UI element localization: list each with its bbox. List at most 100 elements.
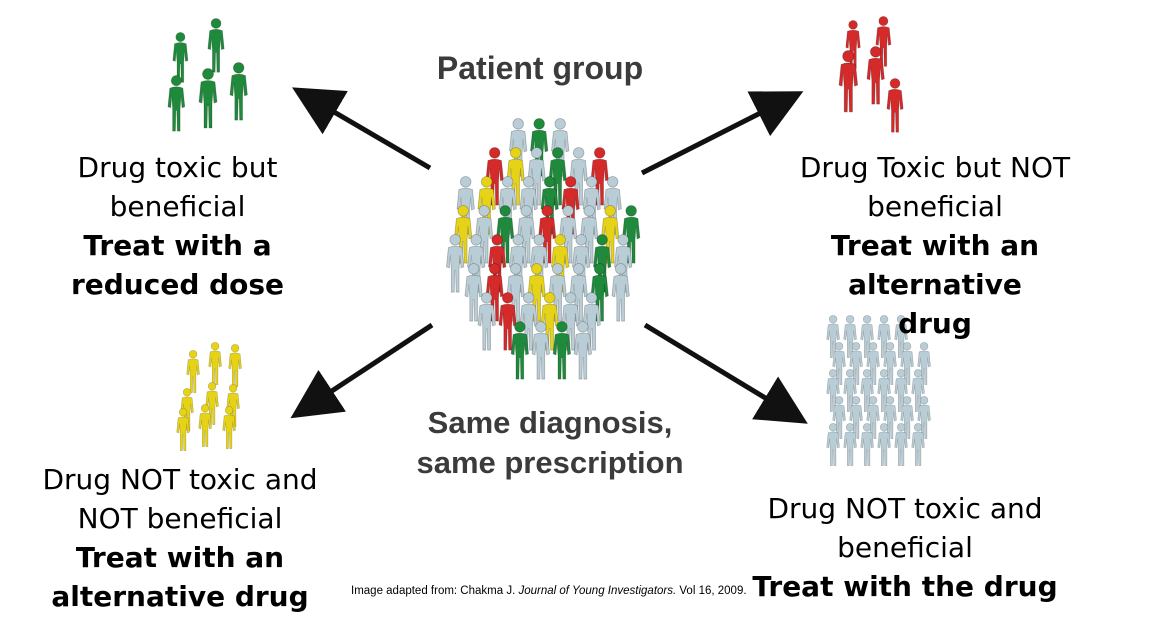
blue-person-figure [883, 396, 897, 439]
blue-person-figure [832, 342, 846, 385]
blue-person-figure [883, 342, 897, 385]
blue-person-figure [446, 234, 465, 293]
center-caption: Same diagnosis, same prescription [395, 403, 705, 483]
top-right-action2: drug [898, 307, 972, 340]
bottom-right-line1: Drug NOT toxic and [767, 492, 1043, 525]
yellow-person-figure [208, 342, 222, 385]
yellow-person-figure [205, 382, 219, 425]
red-person-figure [498, 292, 517, 351]
yellow-person-figure [601, 205, 620, 264]
top-left-line1: Drug toxic but [77, 151, 278, 184]
blue-person-figure [832, 396, 846, 439]
citation-suffix: Vol 16, 2009. [679, 585, 747, 597]
blue-person-figure [877, 315, 891, 358]
arrow-top-left [292, 87, 432, 171]
red-person-figure [838, 50, 859, 113]
blue-person-figure [860, 315, 874, 358]
bottom-right-line2: beneficial [837, 531, 973, 564]
blue-person-figure [519, 292, 538, 351]
red-person-figure [485, 147, 504, 206]
top-right-line2: beneficial [867, 190, 1003, 223]
blue-person-figure [611, 263, 630, 322]
blue-person-figure [559, 205, 578, 264]
yellow-person-figure [176, 408, 190, 451]
blue-person-figure [894, 315, 908, 358]
center-caption-line2: same prescription [416, 445, 684, 480]
blue-person-figure [517, 205, 536, 264]
citation-journal: Journal of Young Investigators. [518, 585, 677, 597]
top-right-line1: Drug Toxic but NOT [799, 151, 1071, 184]
yellow-person-figure [198, 404, 212, 447]
blue-person-figure [894, 369, 908, 412]
blue-person-figure [477, 292, 496, 351]
red-person-figure [590, 147, 609, 206]
green-person-figure [622, 205, 641, 264]
arrow-bottom-left [290, 322, 434, 419]
bottom-left-action1: Treat with an [75, 541, 285, 574]
bottom-left-action2: alternative drug [51, 580, 309, 613]
patient-group-title: Patient group [436, 50, 644, 86]
blue-person-figure [917, 342, 931, 385]
blue-person-figure [569, 147, 588, 206]
yellow-person-figure [506, 147, 525, 206]
image-citation: Image adapted from: Chakma J. Journal of… [351, 585, 747, 597]
blue-person-figure [843, 369, 857, 412]
green-person-figure [172, 32, 189, 83]
citation-prefix: Image adapted from: Chakma J. [351, 585, 516, 597]
top-right-text: Drug Toxic but NOT beneficial Treat with… [740, 148, 1130, 343]
blue-person-figure [582, 292, 601, 351]
blue-person-figure [548, 263, 567, 322]
person-figures [167, 16, 931, 466]
blue-person-figure [877, 369, 891, 412]
blue-person-figure [849, 342, 863, 385]
red-person-figure [845, 20, 861, 69]
yellow-person-figure [454, 205, 473, 264]
bottom-left-line2: NOT beneficial [77, 502, 283, 535]
arrow-bottom-right [643, 322, 808, 424]
yellow-person-figure [186, 350, 200, 393]
bottom-right-action1: Treat with the drug [752, 570, 1058, 603]
blue-person-figure [826, 423, 840, 466]
top-left-action1: Treat with a [83, 229, 272, 262]
center-caption-line1: Same diagnosis, [427, 405, 673, 440]
blue-person-figure [860, 423, 874, 466]
green-person-figure [198, 68, 218, 129]
green-person-figure [167, 75, 186, 132]
blue-person-figure [849, 396, 863, 439]
green-person-figure [510, 321, 530, 380]
green-person-figure [229, 62, 248, 121]
blue-person-figure [580, 205, 599, 264]
blue-person-figure [866, 342, 880, 385]
green-person-figure [548, 147, 567, 206]
blue-person-figure [911, 369, 925, 412]
green-person-figure [496, 205, 515, 264]
blue-person-figure [877, 423, 891, 466]
top-right-action1: Treat with an alternative [830, 229, 1040, 301]
blue-person-figure [475, 205, 494, 264]
blue-person-figure [843, 423, 857, 466]
blue-person-figure [866, 396, 880, 439]
top-left-text: Drug toxic but beneficial Treat with a r… [40, 148, 315, 304]
blue-person-figure [826, 369, 840, 412]
red-person-figure [866, 46, 885, 105]
blue-person-figure [464, 263, 483, 322]
blue-person-figure [561, 292, 580, 351]
green-person-figure [552, 321, 572, 380]
bottom-right-text: Drug NOT toxic and beneficial Treat with… [745, 489, 1065, 606]
blue-person-figure [900, 396, 914, 439]
red-person-figure [886, 78, 904, 133]
yellow-person-figure [222, 406, 236, 449]
blue-person-figure [894, 423, 908, 466]
blue-person-figure [573, 321, 593, 380]
blue-person-figure [569, 263, 588, 322]
yellow-person-figure [180, 388, 194, 431]
top-left-line2: beneficial [109, 190, 246, 223]
bottom-left-text: Drug NOT toxic and NOT beneficial Treat … [20, 460, 340, 616]
arrows [290, 87, 808, 424]
yellow-person-figure [228, 344, 242, 387]
blue-person-figure [531, 321, 551, 380]
top-left-action2: reduced dose [70, 268, 285, 301]
blue-person-figure [900, 342, 914, 385]
